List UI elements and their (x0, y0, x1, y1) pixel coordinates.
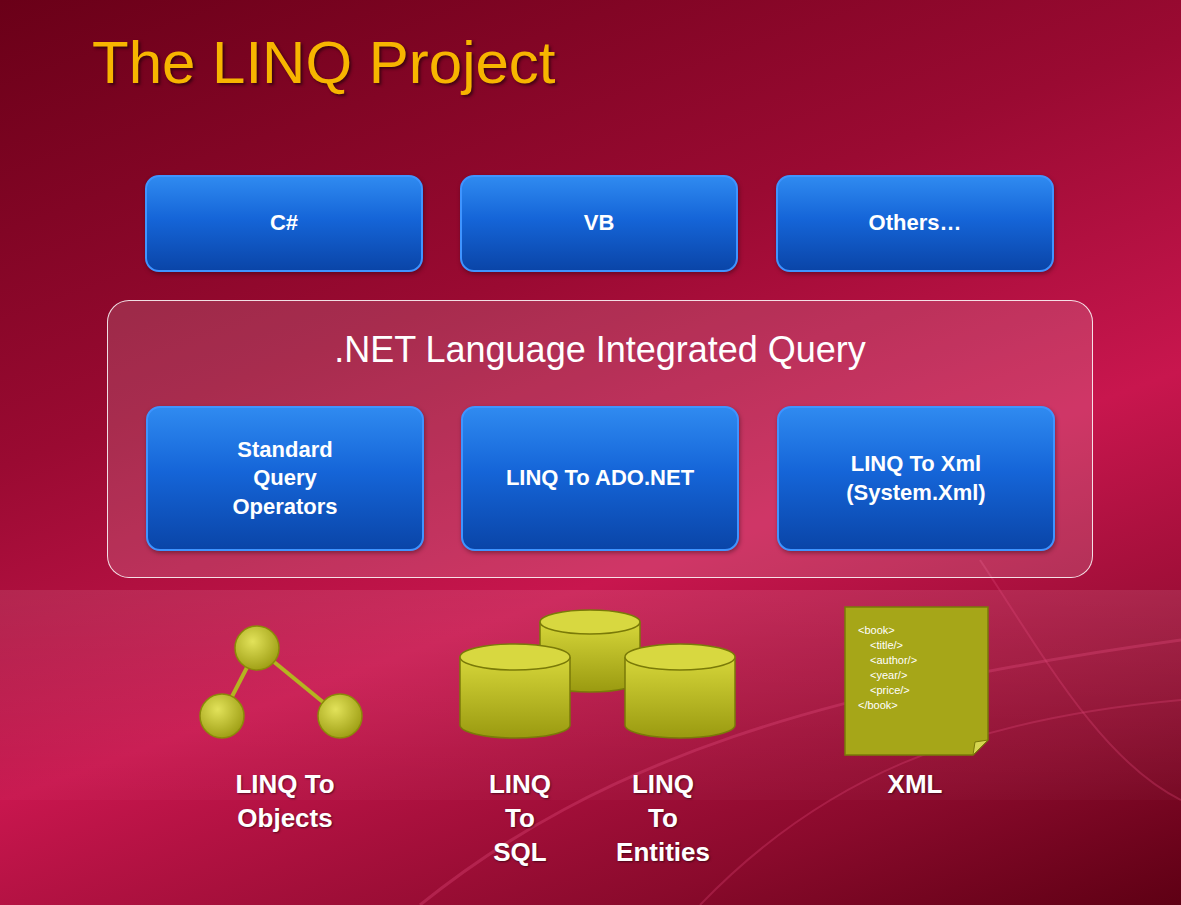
language-box: C# (145, 175, 423, 272)
component-box: LINQ To Xml (System.Xml) (777, 406, 1055, 551)
box-label: VB (584, 209, 615, 238)
xml-text: <title/> (870, 639, 903, 651)
provider-label: LINQ To SQL (489, 768, 551, 869)
slide-title: The LINQ Project (92, 28, 556, 97)
light-band (0, 590, 1181, 800)
box-label: Others… (869, 209, 962, 238)
xml-text: </book> (858, 699, 898, 711)
provider-label: LINQ To Entities (616, 768, 710, 869)
xml-text: <price/> (870, 684, 910, 696)
swirl (980, 560, 1181, 800)
database-icons (460, 610, 735, 738)
box-label: LINQ To Xml (System.Xml) (821, 450, 1011, 507)
linq-panel: .NET Language Integrated QueryStandard Q… (107, 300, 1093, 578)
language-box: VB (460, 175, 738, 272)
panel-heading: .NET Language Integrated Query (108, 329, 1092, 371)
box-label: Standard Query Operators (223, 436, 348, 522)
box-label: LINQ To ADO.NET (506, 464, 694, 493)
xml-document-icon (845, 607, 988, 755)
xml-text: <year/> (870, 669, 907, 681)
box-label: C# (270, 209, 298, 238)
swirl (420, 640, 1181, 905)
xml-text: <book> (858, 624, 895, 636)
component-box: Standard Query Operators (146, 406, 424, 551)
xml-text: <author/> (870, 654, 917, 666)
provider-label: LINQ To Objects (210, 768, 360, 836)
provider-label: XML (888, 768, 943, 802)
object-tree-icon (200, 626, 362, 738)
language-box: Others… (776, 175, 1054, 272)
component-box: LINQ To ADO.NET (461, 406, 739, 551)
